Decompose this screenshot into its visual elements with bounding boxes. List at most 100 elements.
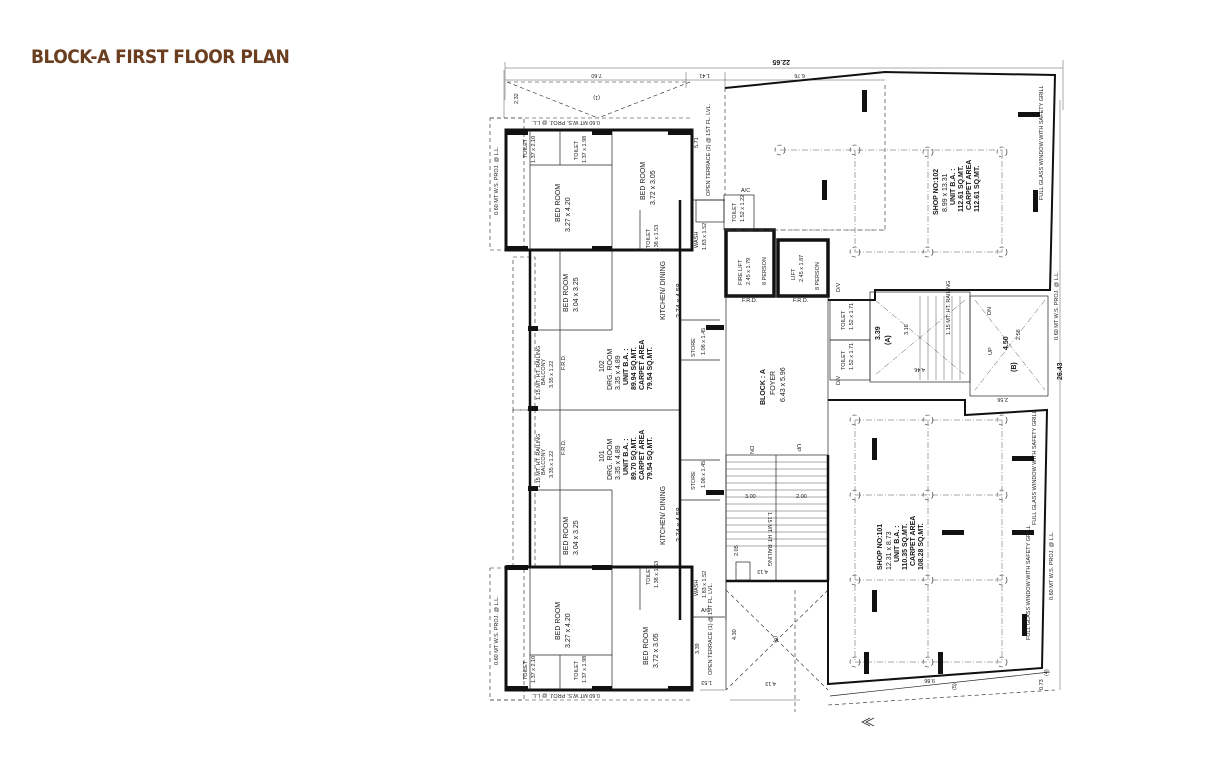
marker-4: (4) xyxy=(1044,669,1050,676)
lift-capacity: 8 PERSON xyxy=(815,262,821,290)
room-name: WASH xyxy=(694,232,700,248)
railing-note: 1.15 MT. HT. RAILING xyxy=(536,434,542,488)
dim-top-left: 7.60 xyxy=(591,72,602,78)
unit-ca: 79.54 SQ.MT. xyxy=(647,347,654,390)
staircase-a-label: (A) xyxy=(885,335,892,345)
open-terrace-label: OPEN TERRACE (2) @ 1ST FL. LVL. xyxy=(706,103,712,196)
unit-room-size: 3.35 x 4.89 xyxy=(615,445,622,480)
shop-column-markers xyxy=(774,144,1008,668)
room-size: 3.27 x 4.20 xyxy=(565,197,572,232)
room-size: 1.06 x 1.45 xyxy=(701,328,707,355)
bottom-dimension-lines: 1.53 3.39 9.86 0.73 (5) (4) 5.71 xyxy=(694,137,1056,706)
stair-dn-right: DN xyxy=(987,307,993,315)
foyer-name: FOYER xyxy=(770,371,777,395)
shop-101-walls xyxy=(827,399,1051,697)
shop-101-no: SHOP NO:101 xyxy=(877,524,884,570)
room-size: 1.83 x 1.52 xyxy=(702,223,708,250)
room-size: 1.52 x 1.71 xyxy=(849,343,855,370)
dim-bottom-a: 4.13 xyxy=(765,680,776,686)
ws-proj-note: 0.60 MT W.S. PROJ. @ L.L. xyxy=(1054,271,1060,340)
page-title: BLOCK-A FIRST FLOOR PLAN xyxy=(31,46,290,68)
room-size: 2.74 x 4.58 xyxy=(676,507,683,542)
shop-101-ca-label: CARPET AREA xyxy=(910,516,917,566)
stair-dn-label: DN xyxy=(748,446,754,454)
ws-proj-note: 0.60 MT W.S. PROJ. @ L.L. xyxy=(494,596,500,665)
dim-top-right: 6.76 xyxy=(794,72,805,78)
unit-ba-label: UNIT B.A. : xyxy=(623,348,630,385)
room-name: STORE xyxy=(691,338,697,357)
room-name: BED ROOM xyxy=(643,627,650,665)
room-size: 1.52 x 1.71 xyxy=(849,303,855,330)
frd-note: F.R.D. xyxy=(742,298,758,304)
ws-proj-note: 0.60 MT W.S. PROJ. @ L.L. xyxy=(1049,531,1055,600)
room-name: TOILET xyxy=(732,202,738,222)
frd-note: F.R.D. xyxy=(561,439,567,455)
foyer-block: BLOCK : A xyxy=(760,369,767,405)
dv-label-1: D/V xyxy=(836,283,842,293)
dim-lobby-b: 4.13 xyxy=(757,568,768,574)
shop-101-ba: 110.35 SQ.MT. xyxy=(902,524,909,570)
room-size: 3.35 x 1.22 xyxy=(549,361,555,388)
stair-up-right: UP xyxy=(988,347,994,355)
ac-note: A/C xyxy=(701,608,710,614)
shop-102-ca-label: CARPET AREA xyxy=(966,160,973,210)
unit-no: 102 xyxy=(599,360,606,372)
room-size: 1.52 x 1.22 xyxy=(740,195,746,222)
glass-window-note: FULL GLASS WINDOW WITH SAFETY GRILL xyxy=(1032,410,1038,525)
dim-lobby-a: 2.05 xyxy=(734,545,740,556)
shop-102-size: 8.99 x 13.31 xyxy=(942,173,949,212)
room-name: TOILET xyxy=(523,660,529,680)
unit-ba: 89.70 SQ.MT. xyxy=(631,437,638,480)
overall-width-label: 22.65 xyxy=(772,58,790,65)
dim-stair-a3: 4.46 xyxy=(914,366,925,372)
dim-right-a: 5.71 xyxy=(694,137,700,148)
lift-name: LIFT xyxy=(791,268,797,280)
room-name: TOILET xyxy=(574,140,580,160)
room-name: BALCONY xyxy=(541,358,547,385)
dv-label-2: D/V xyxy=(836,376,842,386)
room-name: BED ROOM xyxy=(563,517,570,555)
room-size: 3.72 x 3.05 xyxy=(653,633,660,668)
room-name: KITCHEN/ DINING xyxy=(660,486,667,545)
ws-proj-note: 0.60 MT W.S. PROJ. @ L.L. xyxy=(494,146,500,215)
room-name: WASH xyxy=(694,580,700,596)
dim-mid-a: 3.00 xyxy=(745,494,756,500)
fire-lift-capacity: 8 PERSON xyxy=(762,257,768,285)
shop-102-ca: 112.61 SQ.MT. xyxy=(974,166,981,212)
dim-stair-a2: 3.16 xyxy=(904,324,910,335)
staircase-b-label: (B) xyxy=(1011,362,1018,372)
lift-toilets: D/V D/V xyxy=(829,283,871,386)
unit-ca-label: CARPET AREA xyxy=(639,430,646,480)
dim-stair-b: 4.50 xyxy=(1003,336,1010,350)
room-size: 3.35 x 1.22 xyxy=(549,451,555,478)
room-size: 1.37 x 2.10 xyxy=(531,656,537,683)
room-size: 1.37 x 2.10 xyxy=(531,136,537,163)
room-size: 3.72 x 3.05 xyxy=(650,170,657,205)
top-dimension-lines: 22.65 7.60 1.41 6.76 xyxy=(504,58,1064,110)
room-name: BALCONY xyxy=(541,448,547,475)
room-name: BED ROOM xyxy=(555,184,562,222)
shop-102-ba: 112.61 SQ.MT. xyxy=(958,166,965,212)
central-staircase: DN UP 3.00 2.00 1.15 MT. HT. RAILING xyxy=(725,444,830,583)
room-name: BED ROOM xyxy=(640,162,647,200)
glass-window-note: FULL GLASS WINDOW WITH SAFETY GRILL xyxy=(1039,85,1045,200)
room-size: 1.37 x 1.98 xyxy=(582,656,588,683)
marker-5: (5) xyxy=(952,683,958,690)
frd-note: F.R.D. xyxy=(793,298,809,304)
fire-lift-name: FIRE LIFT xyxy=(738,259,744,285)
room-size: 1.38 x 1.53 xyxy=(654,225,660,252)
unit-room: DRG. ROOM xyxy=(607,349,614,390)
unit-ca-label: CARPET AREA xyxy=(639,340,646,390)
room-size: 1.38 x 1.53 xyxy=(654,561,660,588)
unit-ba: 89.94 SQ.MT. xyxy=(631,347,638,390)
room-name: TOILET xyxy=(841,310,847,330)
dim-top-mid: 1.41 xyxy=(699,72,710,78)
shop-101-ba-label: UNIT B.A. : xyxy=(894,525,901,562)
room-size: 3.04 x 3.25 xyxy=(573,520,580,555)
unit-ca: 79.54 SQ.MT. xyxy=(647,437,654,480)
shop-101-ca: 108.28 SQ.MT. xyxy=(918,523,925,570)
frd-note: F.R.D. xyxy=(561,354,567,370)
dim-stair-b2: 2.56 xyxy=(1016,329,1022,340)
dim-stair-a: 3.39 xyxy=(875,326,882,340)
glass-window-note: FULL GLASS WINDOW WITH SAFETY GRILL xyxy=(1026,525,1032,640)
